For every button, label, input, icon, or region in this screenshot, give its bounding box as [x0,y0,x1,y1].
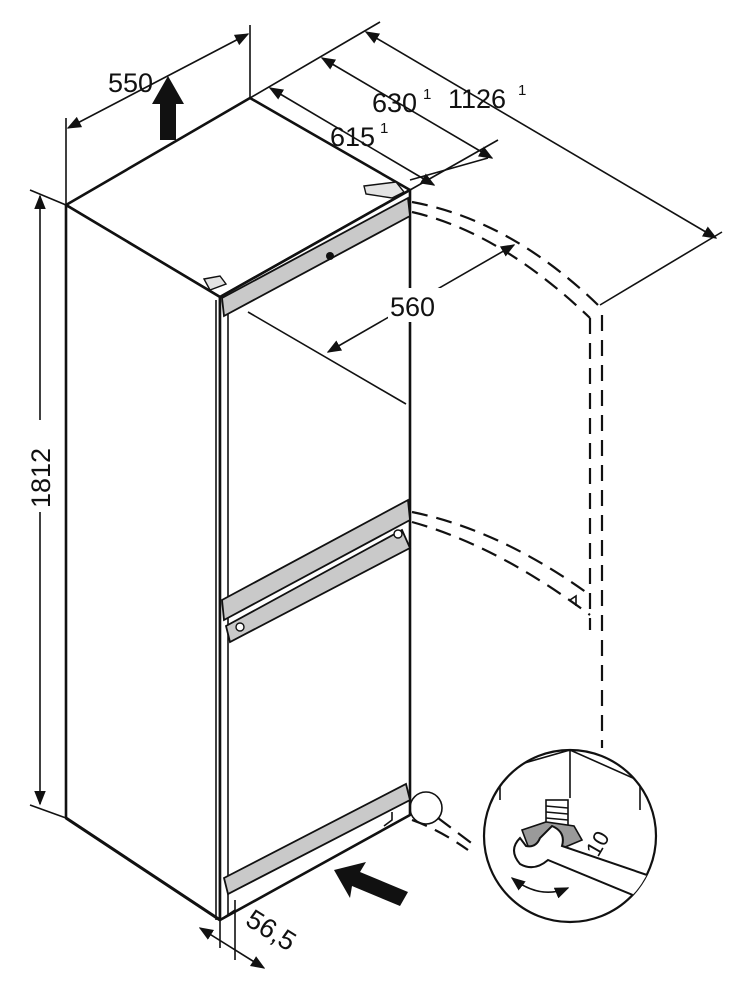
arrow-up-icon [152,76,184,140]
width-label: 550 [108,68,153,98]
depth-handle-sup: 1 [423,86,431,103]
arrow-in-icon [334,862,408,906]
fridge-cabinet [64,96,412,922]
rotate-arrows-icon [510,877,570,899]
dimension-height: 1812 [24,189,67,819]
depth-body-sup: 1 [380,120,388,137]
dimension-door-radius: 560 [326,244,516,353]
dimension-depths: 615 1 630 1 1126 1 [249,21,723,306]
door-radius-label: 560 [390,292,435,322]
depth-open-sup: 1 [518,82,526,99]
depth-open-label: 1126 [448,84,506,114]
foot-callout [409,791,479,849]
height-label: 1812 [26,448,56,508]
depth-handle-label: 630 [372,88,417,118]
freezer-door-handle [224,528,412,644]
dimension-width: 550 [65,25,251,205]
side-clearance-label: 56,5 [241,904,301,957]
cabinet-side [64,203,222,922]
adjustable-foot-detail: 10 [482,748,658,924]
freezer-door-bottom-trim [222,782,412,896]
upper-door-handle [221,498,411,622]
depth-body-label: 615 [330,122,375,152]
